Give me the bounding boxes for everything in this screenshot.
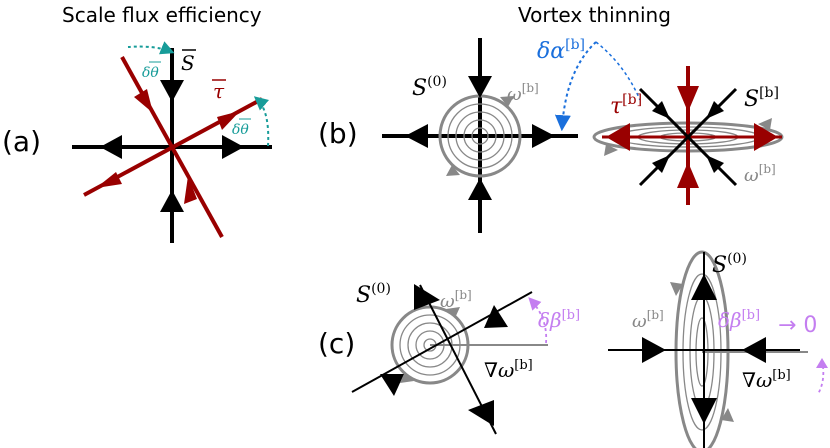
- strain-arrow: [652, 101, 670, 119]
- strain-arrow: [414, 284, 440, 310]
- beta-label: δβ[b]: [538, 308, 580, 332]
- strain-arrow: [532, 124, 555, 148]
- strain-arrow: [468, 76, 492, 98]
- panel-b-left: S(0) ω[b]: [382, 38, 578, 233]
- vorticity-label: ω[b]: [744, 162, 776, 186]
- vorticity-arrow: [400, 372, 414, 383]
- strain-arrow: [484, 305, 508, 328]
- stress-arrow: [677, 162, 699, 188]
- limit-label: → 0: [778, 313, 817, 338]
- strain-arrow: [642, 337, 666, 363]
- strain-arrow: [160, 80, 184, 102]
- stress-arrow: [134, 89, 153, 113]
- misalignment-annotation: δα[b]: [537, 37, 641, 132]
- beta-arc: [817, 359, 825, 395]
- strain-arrow: [100, 135, 122, 159]
- angle-arc-top: [127, 41, 175, 55]
- beta-label: δβ[b]: [718, 308, 760, 332]
- strain-arrow: [380, 374, 404, 396]
- panel-label-b: (b): [318, 117, 358, 150]
- title-left: Scale flux efficiency: [62, 3, 262, 27]
- strain-arrow: [160, 190, 184, 212]
- strain-arrow: [742, 337, 766, 363]
- panel-c-left: S(0) ω[b] δβ[b] ∇ω[b]: [351, 281, 580, 435]
- stress-label: τ: [213, 79, 225, 103]
- stress-arrow: [754, 123, 778, 151]
- stress-arrow: [184, 176, 197, 204]
- title-right: Vortex thinning: [518, 3, 671, 27]
- vorticity-arrow: [446, 307, 460, 318]
- vorticity-circle: [447, 103, 513, 169]
- vorticity-arrow: [446, 165, 460, 176]
- strain-arrow: [691, 398, 717, 424]
- stress-arrow: [606, 123, 630, 151]
- strain-label: S[b]: [744, 85, 779, 112]
- strain-arrow: [468, 400, 494, 426]
- stress-arrow: [217, 111, 240, 130]
- stress-label: τ[b]: [610, 92, 642, 119]
- vorticity-label: ω[b]: [632, 308, 664, 332]
- stress-arrow: [96, 172, 122, 188]
- vorticity-circle: [463, 119, 497, 153]
- vorticity-label: ω[b]: [507, 81, 539, 105]
- angle-label-right: δθ: [232, 122, 249, 138]
- strain-arrow: [691, 274, 717, 300]
- beta-arc: [528, 297, 548, 344]
- panel-label-c: (c): [318, 327, 355, 360]
- vorticity-arrow: [604, 144, 618, 156]
- vorticity-arrow: [721, 408, 734, 422]
- strain-arrow: [222, 135, 244, 159]
- strain-arrow: [652, 155, 670, 173]
- vorticity-circle: [471, 127, 489, 145]
- angle-arc-right: [253, 96, 270, 147]
- strain-label: S(0): [356, 281, 391, 308]
- strain-arrow: [405, 124, 428, 148]
- vorticity-arrow: [758, 118, 772, 130]
- strain-label: S(0): [412, 74, 447, 101]
- strain-label: S(0): [712, 251, 747, 278]
- panel-c-right: S(0) ω[b] δβ[b] → 0 ∇ω[b]: [608, 250, 828, 448]
- strain-label: S: [181, 51, 195, 75]
- angle-label-top: δθ: [142, 65, 159, 81]
- strain-arrow: [706, 101, 724, 119]
- gradient-label: ∇ω[b]: [484, 358, 533, 382]
- strain-arrow: [706, 155, 724, 173]
- panel-b-right: τ[b] S[b] ω[b]: [592, 66, 784, 205]
- vorticity-circle: [455, 111, 505, 161]
- misalignment-arrow: [554, 41, 597, 132]
- panel-label-a: (a): [2, 125, 41, 158]
- vorticity-label: ω[b]: [440, 288, 472, 312]
- gradient-label: ∇ω[b]: [742, 368, 791, 392]
- vorticity-arrow: [500, 96, 514, 107]
- vorticity-arrow: [670, 282, 683, 296]
- misalignment-label: δα[b]: [537, 37, 585, 64]
- panel-a: S τ δθ δθ: [72, 41, 272, 243]
- strain-arrow: [468, 178, 492, 200]
- stress-arrow: [677, 86, 699, 112]
